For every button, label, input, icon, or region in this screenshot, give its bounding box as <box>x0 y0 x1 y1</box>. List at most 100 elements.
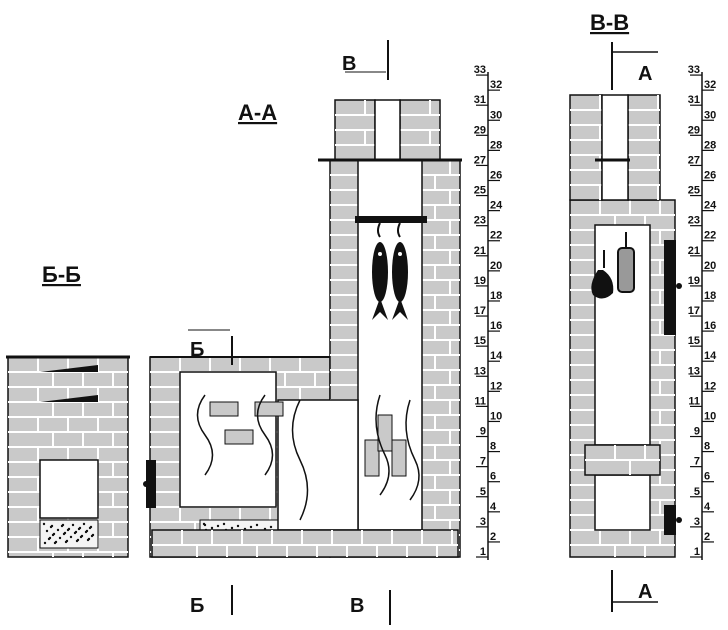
opening <box>39 459 99 519</box>
scale-label: 28 <box>490 139 502 151</box>
scale-label: 32 <box>490 79 502 91</box>
ash-dot <box>203 523 207 527</box>
cut-marker-b-bottom: Б <box>190 595 204 617</box>
ash-dot <box>230 526 234 530</box>
scale-label: 22 <box>704 230 716 242</box>
opening <box>601 94 629 201</box>
sausage-icon <box>617 247 635 293</box>
scale-label: 14 <box>704 350 717 362</box>
hanging-bar <box>355 216 427 223</box>
ash-pit <box>39 519 99 549</box>
ash-dot <box>255 523 259 527</box>
scale-label: 24 <box>490 200 503 212</box>
ash-dot <box>42 522 46 526</box>
door-handle <box>676 283 682 289</box>
door-handle <box>143 481 149 487</box>
ash-dot <box>48 536 52 540</box>
scale-label: 5 <box>480 486 486 498</box>
scale-label: 4 <box>704 501 711 513</box>
ash-dot <box>222 522 226 526</box>
chamber-door <box>664 240 676 335</box>
scale-label: 16 <box>704 320 716 332</box>
cut-marker-v-top: В <box>342 53 356 75</box>
brickwork <box>7 94 676 558</box>
brick-wall <box>627 94 661 201</box>
section-label-bb: Б-Б <box>42 262 81 287</box>
ash-dot <box>43 541 47 545</box>
smoke-wave-icon <box>375 394 390 496</box>
fish-icon <box>372 242 388 302</box>
scale-label: 14 <box>490 350 503 362</box>
scale-label: 7 <box>694 456 700 468</box>
ham-icon <box>591 270 614 299</box>
scale-label: 33 <box>688 64 700 76</box>
scale-label: 30 <box>490 109 502 121</box>
scale-label: 18 <box>490 290 502 302</box>
brick-wall <box>569 94 603 201</box>
ash-dot <box>85 529 89 533</box>
cut-marker-b-top: Б <box>190 339 204 361</box>
ash-dot <box>249 525 253 529</box>
fish-icon <box>392 242 408 302</box>
ash-dot <box>54 540 58 544</box>
scale-label: 4 <box>490 501 497 513</box>
baffle-brick <box>391 439 407 477</box>
scale-label: 19 <box>474 275 486 287</box>
opening <box>179 371 277 508</box>
scale-label: 23 <box>688 215 700 227</box>
fish-eye-icon <box>398 252 402 256</box>
scale-label: 10 <box>490 410 502 422</box>
section-label-aa: А-А <box>238 100 277 125</box>
section-label-vv: В-В <box>590 10 629 35</box>
firebox-door <box>146 460 156 508</box>
fish-eye-icon <box>378 252 382 256</box>
ash-dot <box>74 530 78 534</box>
ash-dot <box>236 524 240 528</box>
scale-label: 13 <box>474 365 486 377</box>
scale-label: 15 <box>474 335 486 347</box>
scale-label: 5 <box>694 486 700 498</box>
scale-label: 7 <box>480 456 486 468</box>
scale-label: 26 <box>704 170 716 182</box>
scale-label: 3 <box>480 516 486 528</box>
scale-label: 8 <box>490 441 496 453</box>
scale-label: 12 <box>704 380 716 392</box>
scale-label: 9 <box>694 426 700 438</box>
scale-label: 17 <box>688 305 700 317</box>
scale-label: 18 <box>704 290 716 302</box>
scale-label: 13 <box>688 365 700 377</box>
ash-dot <box>210 526 214 530</box>
scale-label: 25 <box>688 185 700 197</box>
scale-label: 2 <box>704 531 710 543</box>
scale-label: 27 <box>474 154 486 166</box>
damper-plate <box>40 395 98 402</box>
scale-label: 33 <box>474 64 486 76</box>
scale-label: 27 <box>688 154 700 166</box>
scale-label: 11 <box>688 395 700 407</box>
ash-dot <box>67 527 71 531</box>
scale-label: 19 <box>688 275 700 287</box>
scale-label: 31 <box>688 94 700 106</box>
ash-dot <box>89 525 93 529</box>
scale-label: 20 <box>490 260 502 272</box>
scale-label: 20 <box>704 260 716 272</box>
scale-label: 25 <box>474 185 486 197</box>
baffle-brick <box>224 429 254 445</box>
scale-label: 10 <box>704 410 716 422</box>
scale-label: 31 <box>474 94 486 106</box>
ash-dot <box>65 539 69 543</box>
ash-dot <box>87 537 91 541</box>
ash-dot <box>45 529 49 533</box>
scale-label: 30 <box>704 109 716 121</box>
ash-dot <box>82 522 86 526</box>
hook-icon <box>377 222 381 238</box>
scale-label: 6 <box>490 471 496 483</box>
opening <box>277 399 359 531</box>
opening <box>374 99 401 161</box>
scale-label: 16 <box>490 320 502 332</box>
baffle-brick <box>364 439 380 477</box>
scale-label: 12 <box>490 380 502 392</box>
baffle-brick <box>209 401 239 417</box>
